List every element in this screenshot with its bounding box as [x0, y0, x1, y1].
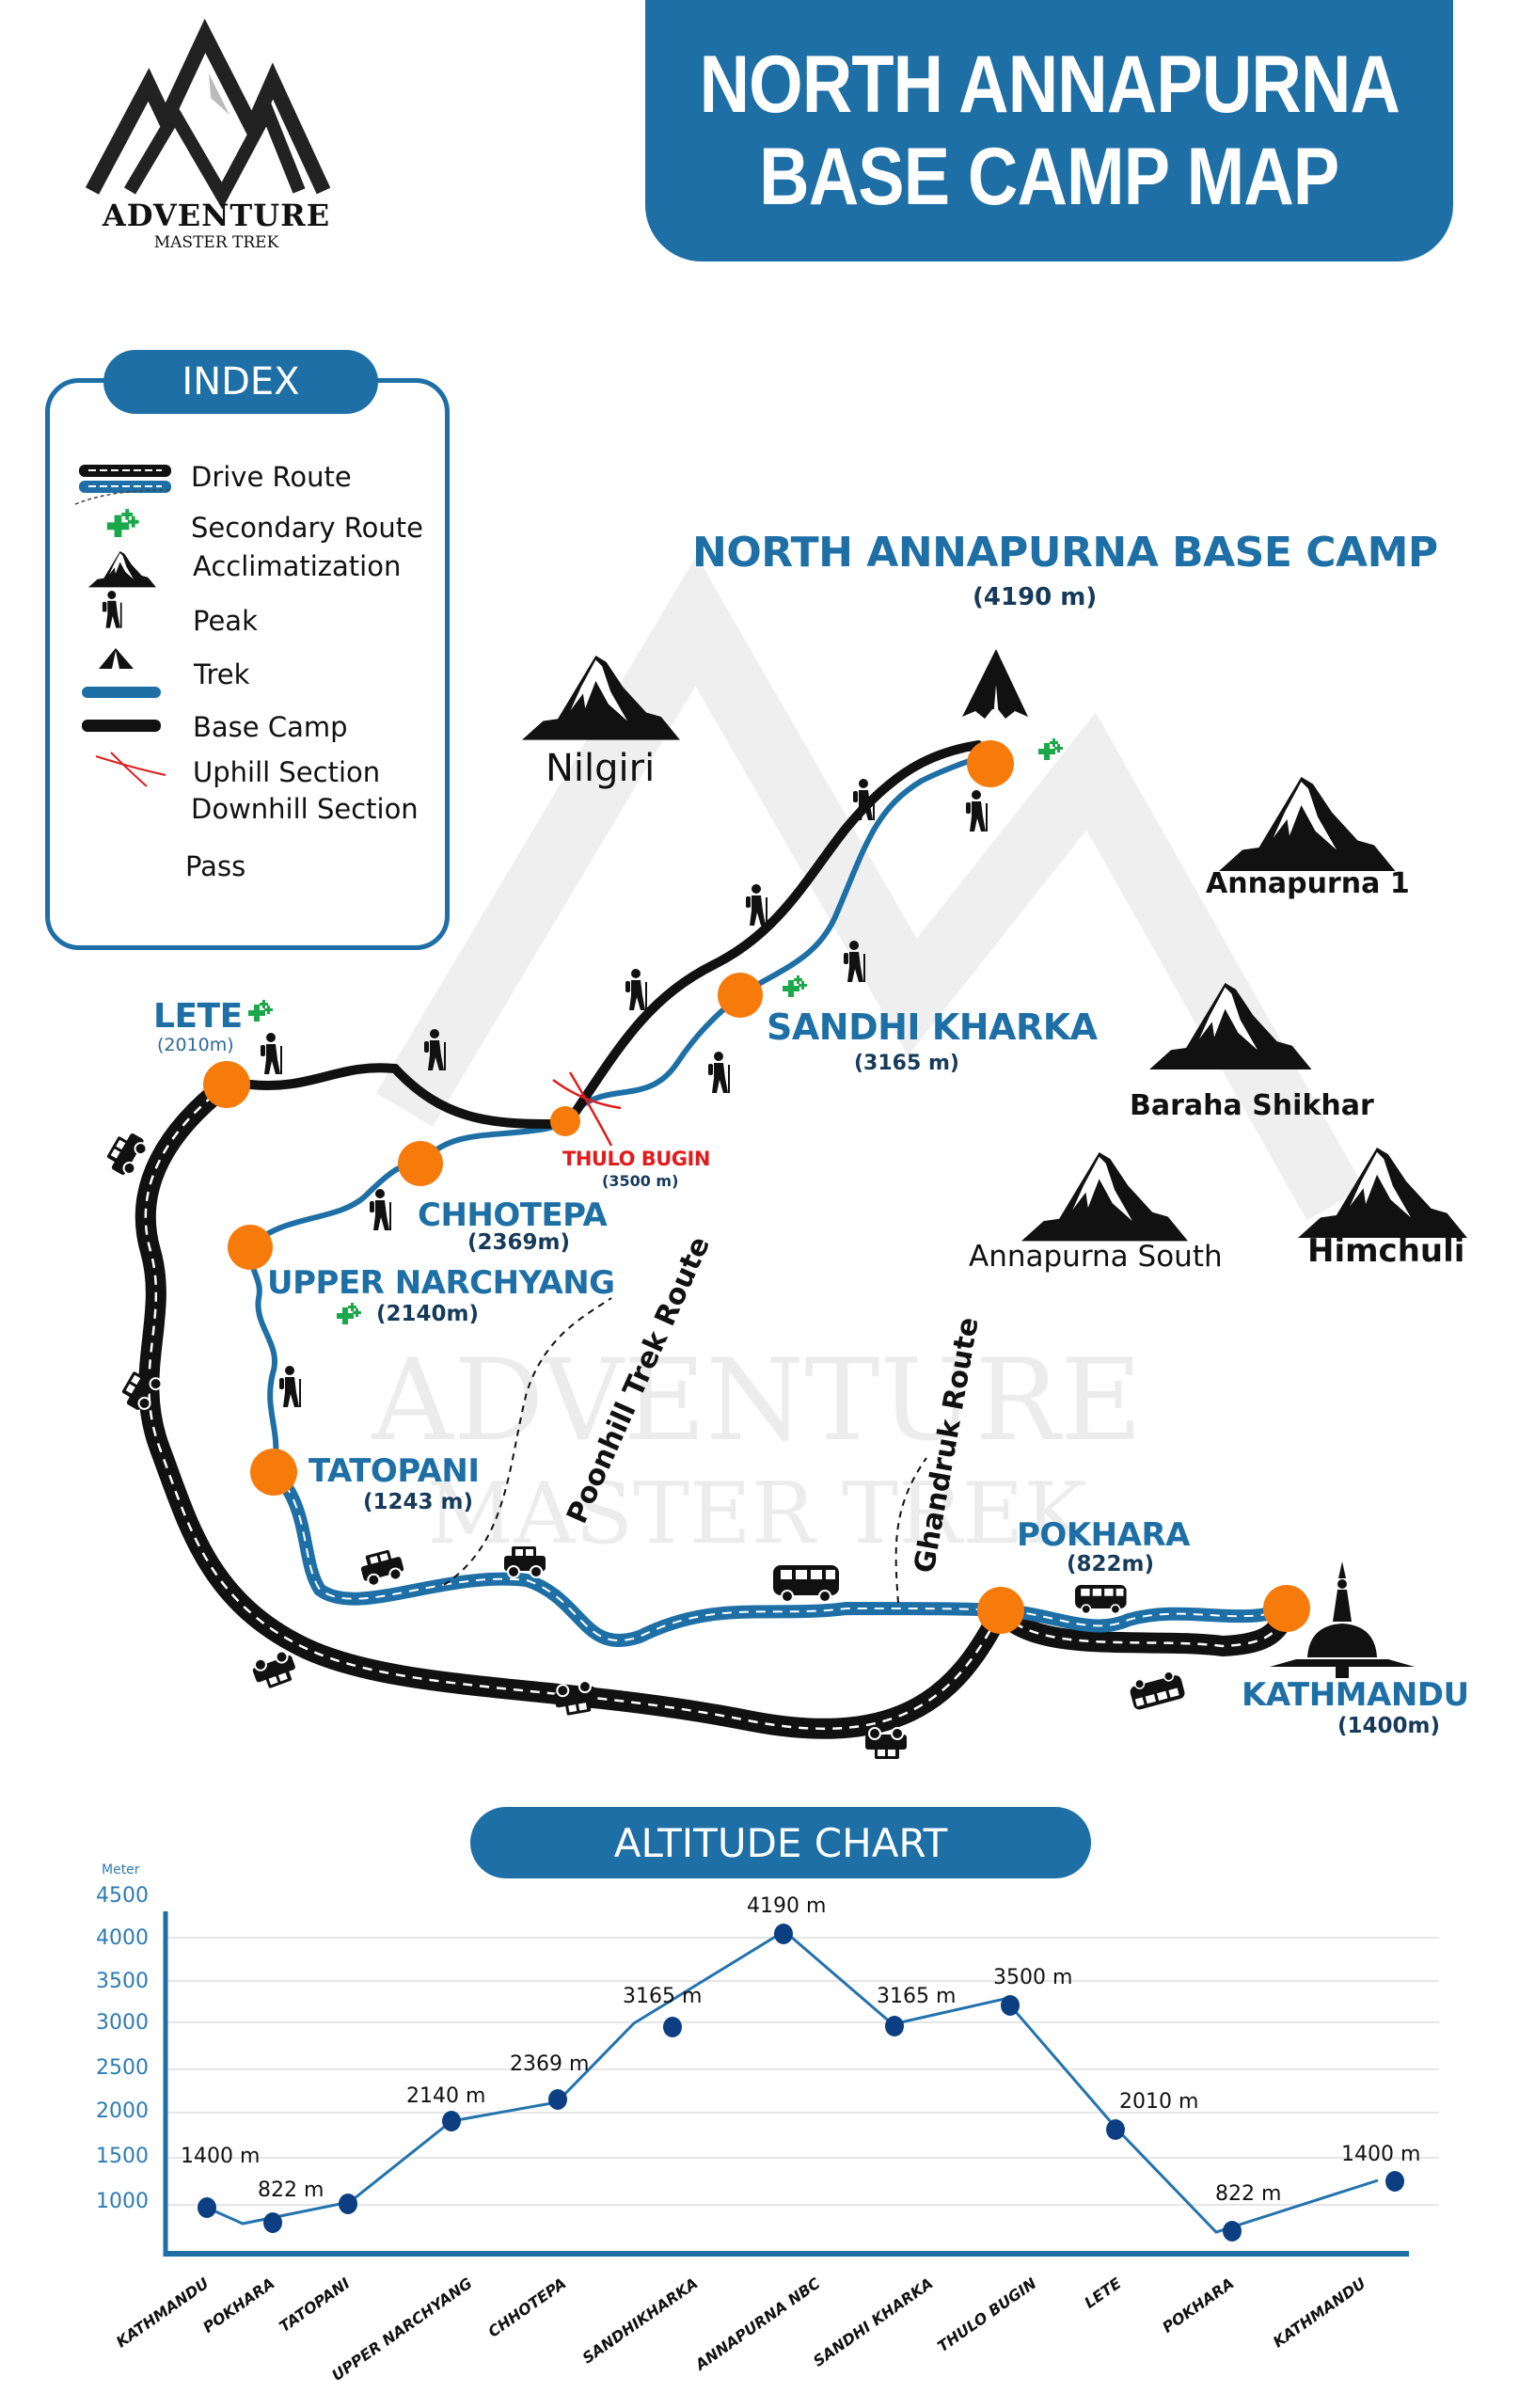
peak-icon-baraha-shikhar — [1149, 983, 1312, 1069]
data-label: 822 m — [258, 2178, 324, 2202]
watermark-mountains — [375, 555, 1365, 1221]
stop-label-pokhara: POKHARA — [1017, 1516, 1190, 1554]
legend-item-uphill: Uphill Section — [193, 756, 381, 788]
stop-label-tatopani: TATOPANI — [309, 1452, 480, 1490]
brand-logo-mark — [85, 18, 331, 210]
legend-item-pass: Pass — [185, 850, 246, 882]
stop-altitude-upper-narchyang: (2140m) — [376, 1302, 480, 1326]
destination-altitude: (4190 m) — [973, 583, 1098, 611]
peak-label-annapurna-south: Annapurna South — [969, 1240, 1223, 1274]
stop-thulo-bugin — [550, 1106, 580, 1136]
data-label: 3165 m — [877, 1985, 957, 2008]
peak-icon-annapurna-1 — [1219, 777, 1396, 871]
stop-label-lete: LETE — [153, 997, 243, 1036]
destination-name: NORTH ANNAPURNA BASE CAMP — [692, 529, 1438, 577]
watermark-text: ADVENTURE — [371, 1336, 1142, 1466]
altitude-chart-title: ALTITUDE CHART — [470, 1807, 1091, 1878]
stop-altitude-pokhara: (822m) — [1067, 1552, 1154, 1576]
data-label: 4190 m — [747, 1894, 827, 1918]
y-tick: 4500 — [96, 1884, 149, 1908]
brand-name: ADVENTURE — [102, 198, 331, 233]
stop-altitude-chhotepa: (2369m) — [467, 1230, 571, 1255]
map-title-banner: NORTH ANNAPURNA BASE CAMP MAP — [645, 0, 1453, 261]
legend-item-secondary-route: Secondary Route — [191, 512, 423, 544]
secondary-route-ghandruk — [894, 1457, 927, 1604]
drive-route-inner — [267, 1465, 1293, 1647]
title-line-2: BASE CAMP MAP — [759, 132, 1339, 222]
watermark-text-sub: MASTER TREK — [427, 1465, 1088, 1563]
stop-label-sandhi-kharka: SANDHI KHARKA — [767, 1006, 1098, 1048]
stop-tatopani — [250, 1449, 297, 1496]
downhill-section — [245, 740, 983, 1129]
stop-upper-narchyang — [228, 1225, 273, 1270]
stop-label-thulo-bugin: THULO BUGIN — [562, 1148, 710, 1170]
data-label: 2140 m — [406, 2084, 486, 2108]
stupa-icon — [1270, 1561, 1415, 1678]
y-tick: 3000 — [96, 2011, 149, 2035]
y-tick: 1500 — [96, 2145, 149, 2168]
y-tick: 2500 — [96, 2056, 149, 2080]
legend-item-downhill: Downhill Section — [191, 793, 419, 825]
brand-tagline: MASTER TREK — [153, 233, 279, 252]
stop-chhotepa — [398, 1141, 443, 1186]
peak-label-himchuli: Himchuli — [1307, 1232, 1465, 1270]
stop-label-upper-narchyang: UPPER NARCHYANG — [267, 1264, 615, 1302]
stop-altitude-thulo-bugin: (3500 m) — [602, 1172, 679, 1190]
legend-title: INDEX — [103, 350, 378, 414]
data-label: 1400 m — [1341, 2143, 1421, 2166]
legend-icons — [74, 465, 172, 787]
pass-icon — [552, 1071, 622, 1147]
stop-altitude-kathmandu: (1400m) — [1337, 1714, 1441, 1738]
legend-item-drive-route: Drive Route — [191, 461, 352, 493]
base-camp-icon — [962, 649, 1028, 719]
stop-sandhi-kharka — [718, 973, 763, 1018]
stop-altitude-lete: (2010m) — [157, 1035, 234, 1055]
peak-label-annapurna-1: Annapurna 1 — [1206, 867, 1410, 900]
chart-y-unit: Meter — [102, 1862, 140, 1877]
data-label: 2010 m — [1119, 2090, 1199, 2114]
data-label: 3165 m — [623, 1985, 703, 2008]
y-tick: 3500 — [96, 1970, 149, 1993]
legend-item-trek: Trek — [194, 658, 250, 690]
data-label: 822 m — [1215, 2182, 1282, 2206]
peak-icon-annapurna-south — [1021, 1152, 1188, 1242]
y-tick: 4000 — [96, 1926, 149, 1950]
stop-kathmandu — [1263, 1585, 1310, 1632]
stop-altitude-sandhi-kharka: (3165 m) — [854, 1052, 959, 1075]
y-tick: 1000 — [96, 2190, 149, 2213]
data-label: 3500 m — [993, 1966, 1073, 1989]
stop-nabc — [967, 740, 1014, 787]
stop-label-kathmandu: KATHMANDU — [1242, 1676, 1469, 1714]
legend-item-base-camp: Base Camp — [193, 711, 348, 743]
legend-item-acclimatization: Acclimatization — [193, 550, 402, 582]
peak-label-nilgiri: Nilgiri — [546, 747, 656, 790]
stop-altitude-tatopani: (1243 m) — [363, 1490, 474, 1514]
data-label: 1400 m — [181, 2145, 261, 2168]
stop-pokhara — [977, 1587, 1024, 1634]
stop-label-chhotepa: CHHOTEPA — [418, 1196, 608, 1234]
y-tick: 2000 — [96, 2099, 149, 2123]
data-label: 2369 m — [510, 2052, 590, 2076]
route-stops — [203, 740, 1310, 1634]
altitude-chart-plot — [163, 1911, 1439, 2257]
secondary-route-poonhill — [443, 1297, 612, 1586]
title-line-1: NORTH ANNAPURNA — [699, 40, 1400, 130]
legend-item-peak: Peak — [193, 605, 258, 637]
drive-route-outer — [134, 1074, 1297, 1739]
stop-lete — [203, 1061, 250, 1108]
peak-label-baraha-shikhar: Baraha Shikhar — [1130, 1089, 1374, 1122]
